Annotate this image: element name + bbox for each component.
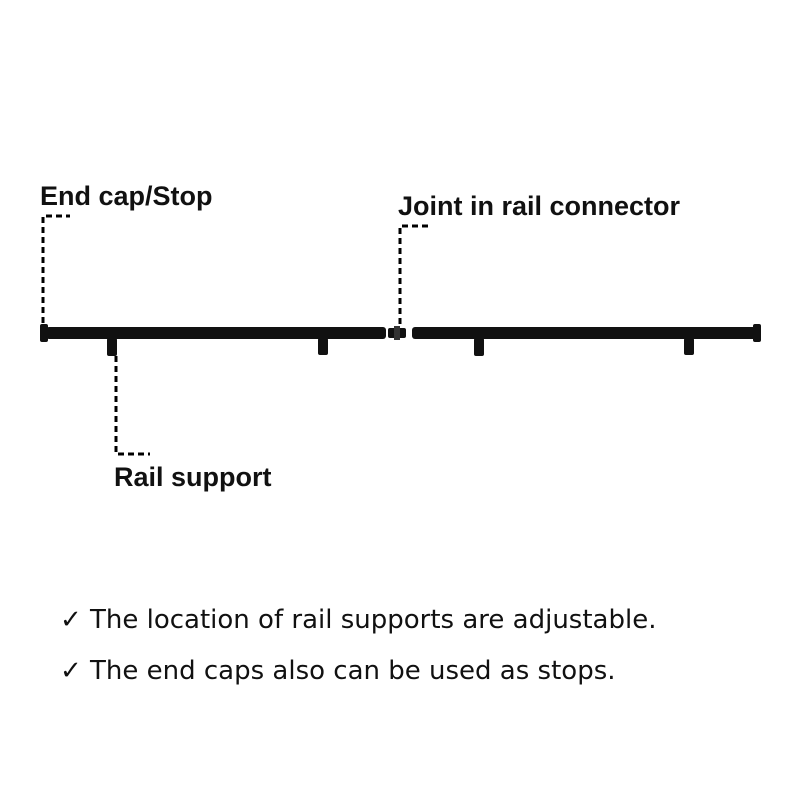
rail-bar-left [46, 327, 386, 339]
note-adjustable-supports: ✓ The location of rail supports are adjus… [60, 604, 656, 636]
rail-support-right-1 [474, 338, 484, 356]
rail-support-left-2 [318, 338, 328, 355]
leader-end-cap [41, 214, 70, 323]
rail-support-label: Rail support [114, 462, 272, 492]
check-icon: ✓ [60, 605, 82, 635]
rail-section-right [412, 324, 761, 356]
rail-section-left [40, 324, 386, 356]
rail-support-right-2 [684, 338, 694, 355]
joint-label: Joint in rail connector [398, 191, 681, 221]
leader-rail-support [114, 356, 150, 456]
joint-connector [388, 326, 406, 340]
check-icon: ✓ [60, 656, 82, 686]
leader-joint [398, 224, 428, 324]
note-text: The location of rail supports are adjust… [90, 605, 657, 635]
rail-bar-right [412, 327, 756, 339]
end-cap-left [40, 324, 48, 342]
end-cap-right [753, 324, 761, 342]
note-text: The end caps also can be used as stops. [90, 656, 616, 686]
rail-support-left-1 [107, 338, 117, 356]
end-cap-label: End cap/Stop [40, 181, 213, 211]
note-end-caps-stops: ✓ The end caps also can be used as stops. [60, 655, 616, 687]
